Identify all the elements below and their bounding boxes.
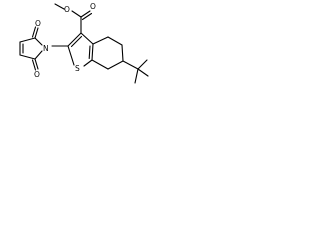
atom-n-imide: N [43,44,49,53]
thiophene-ring [67,32,94,67]
bond-c7a-s [83,59,93,67]
bond-c3-c3a [80,32,94,45]
bond-c-bottom-c [19,54,36,60]
atom-o-imide-bottom: O [34,70,40,79]
bond-o-carbonyl-c [71,10,82,18]
bond-c3a-c7a-inner [88,45,91,60]
bond-n-c-top [34,37,43,46]
bond-s-c2 [67,45,75,66]
bond-tbu-methyl-right [137,68,149,77]
molecule-structure: O O O O N S [19,2,149,84]
bond-c4-c5 [107,36,123,46]
atom-o-imide-top: O [35,19,41,28]
bond-c3a-c4 [92,36,109,45]
bond-c-top-o-double [31,26,37,38]
tert-butyl-group [122,59,149,84]
maleimide-ring [19,26,69,71]
bond-tbu-methyl-top [137,59,148,70]
atom-s-thiophene: S [75,64,80,73]
bond-c2-c3-double [67,32,82,47]
atom-labels: O O O O N S [34,2,96,79]
bond-carbonyl-c-o [80,10,91,18]
atom-o-ester-carbonyl: O [90,2,96,11]
bond-c2-c3-inner [70,35,83,48]
cyclohexane-ring [91,36,124,70]
bond-c-bottom-o [34,58,39,70]
bond-c-top-c [19,37,36,43]
bond-c3a-c7a-double [91,43,94,61]
bond-carbonyl-c-o-double [81,12,93,21]
atom-o-ester-methyl: O [64,5,70,14]
bond-methyl-o [54,3,65,10]
bond-c-bottom-o-double [31,59,37,71]
bond-c7-c7a [91,59,109,70]
bond-c5-c6 [121,44,124,62]
methyl-ester-group [54,3,93,34]
bond-n-c-bottom [34,50,43,60]
bond-c6-tbu [122,60,139,70]
bond-tbu-methyl-bottom [134,68,139,84]
bond-c6-c7 [107,60,124,70]
bond-c-top-o [34,27,39,39]
